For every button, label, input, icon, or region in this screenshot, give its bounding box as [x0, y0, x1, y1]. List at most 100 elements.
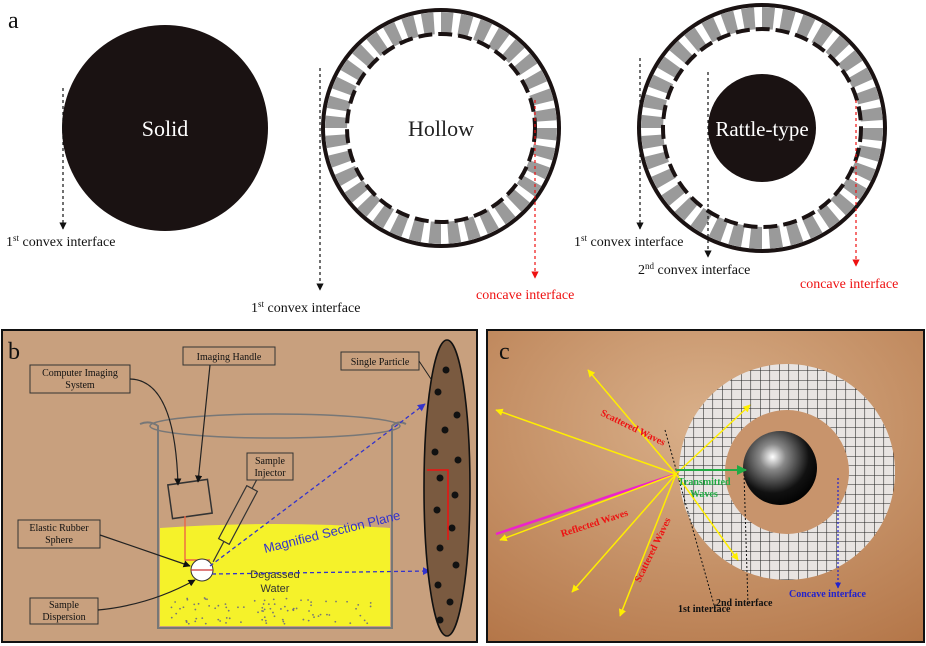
section-particle	[436, 474, 444, 482]
dispersion-dot	[204, 622, 207, 625]
svg-text:Dispersion: Dispersion	[42, 612, 85, 623]
dispersion-dot	[261, 606, 264, 609]
dispersion-dot	[182, 606, 185, 609]
section-particle	[436, 616, 444, 624]
svg-text:Imaging Handle: Imaging Handle	[197, 352, 262, 363]
dispersion-dot	[224, 603, 227, 606]
shell-segment	[708, 216, 729, 242]
dispersion-dot	[195, 617, 198, 620]
hollow-label: Hollow	[408, 116, 474, 141]
section-plane	[423, 339, 471, 637]
shell-segment	[825, 35, 850, 60]
dispersion-dot	[253, 599, 256, 602]
rattle-concave-label: concave interface	[800, 277, 898, 292]
shell-segment	[457, 13, 474, 38]
solid-convex-label: 1st convex interface	[6, 233, 115, 250]
rattle-label: Rattle-type	[715, 117, 808, 141]
transmitted-label-line2: Waves	[690, 489, 718, 500]
degassed-water	[160, 524, 390, 626]
shell-segment	[651, 167, 677, 189]
shell-segment	[325, 134, 349, 149]
dispersion-dot	[283, 605, 286, 608]
shell-segment	[525, 160, 551, 180]
shell-segment	[488, 27, 510, 53]
shell-segment	[648, 74, 674, 95]
shell-segment	[817, 203, 840, 229]
dispersion-dot	[214, 607, 217, 610]
shell-segment	[522, 70, 548, 91]
shell-segment	[644, 151, 669, 170]
concave-interface-label: Concave interface	[789, 589, 866, 600]
rattle-core	[708, 74, 816, 182]
shell-segment	[748, 226, 762, 249]
section-particle	[446, 598, 454, 606]
dispersion-dot	[262, 603, 265, 605]
dispersion-dot	[240, 621, 242, 624]
shell-segment	[830, 191, 855, 216]
dispersion-dot	[310, 601, 313, 604]
svg-text:Computer Imaging: Computer Imaging	[42, 368, 118, 379]
shell-segment	[720, 10, 739, 35]
shell-segment	[701, 17, 723, 43]
dispersion-dot	[308, 610, 310, 612]
dispersion-dot	[325, 600, 327, 603]
shell-segment	[473, 18, 493, 44]
dispersion-dot	[312, 613, 314, 616]
section-particle	[453, 411, 461, 419]
section-particle	[433, 506, 441, 514]
panel-b: b Degassed Water Computer Imaging System	[1, 329, 478, 643]
dispersion-dot	[295, 607, 298, 610]
section-particle	[448, 524, 456, 532]
dispersion-dot	[280, 608, 282, 610]
shell-segment	[857, 145, 882, 162]
section-particle	[441, 426, 449, 434]
panel-a-letter: a	[8, 8, 19, 34]
shell-segment	[684, 27, 707, 53]
dispersion-dot	[310, 604, 312, 607]
dispersion-dot	[263, 599, 266, 602]
shell-segment	[389, 212, 409, 238]
shell-segment	[493, 200, 516, 225]
dispersion-dot	[225, 621, 227, 624]
scattered-ray-5	[675, 404, 751, 475]
dispersion-dot	[366, 622, 369, 625]
shell-segment	[855, 86, 880, 105]
svg-text:Sphere: Sphere	[45, 535, 73, 546]
dispersion-dot	[201, 617, 204, 619]
dispersion-dot	[242, 606, 245, 609]
dispersion-dot	[225, 606, 228, 609]
dispersion-dot	[363, 619, 366, 622]
dispersion-dot	[187, 622, 190, 625]
dispersion-dot	[359, 614, 362, 617]
dispersion-dot	[349, 622, 352, 625]
dispersion-dot	[193, 603, 196, 606]
imaging-handle: Imaging Handle	[182, 346, 276, 366]
dispersion-dot	[313, 616, 315, 619]
panel-b-letter: b	[8, 339, 20, 365]
dispersion-dot	[292, 609, 295, 612]
shell-segment	[447, 220, 462, 244]
hollow-concave-label: concave interface	[476, 288, 574, 303]
dispersion-dot	[357, 603, 360, 606]
hollow-convex-label: 1st convex interface	[251, 299, 360, 316]
dispersion-dot	[264, 619, 267, 622]
magnify-arrow-bottom	[211, 567, 431, 575]
dispersion-dot	[186, 598, 189, 601]
svg-text:System: System	[65, 380, 95, 391]
dispersion-dot	[194, 620, 197, 623]
incident-wave	[495, 472, 677, 536]
rattle-convex2-label: 2nd convex interface	[638, 261, 750, 278]
dispersion-arrow	[97, 579, 196, 611]
dispersion-dot	[307, 619, 310, 622]
dispersion-dot	[346, 600, 348, 603]
sample-dispersion-label: Sample Dispersion	[29, 597, 99, 625]
shell-segment	[478, 209, 499, 235]
transmitted-label-line1: Transmitted	[678, 477, 731, 488]
section-scale-bar	[427, 469, 449, 540]
shell-segment	[534, 128, 557, 141]
shell-segment	[690, 207, 713, 233]
dispersion-dot	[307, 599, 309, 601]
dispersion-dot	[208, 605, 211, 607]
section-particle	[431, 448, 439, 456]
dispersion-dot	[302, 618, 305, 621]
